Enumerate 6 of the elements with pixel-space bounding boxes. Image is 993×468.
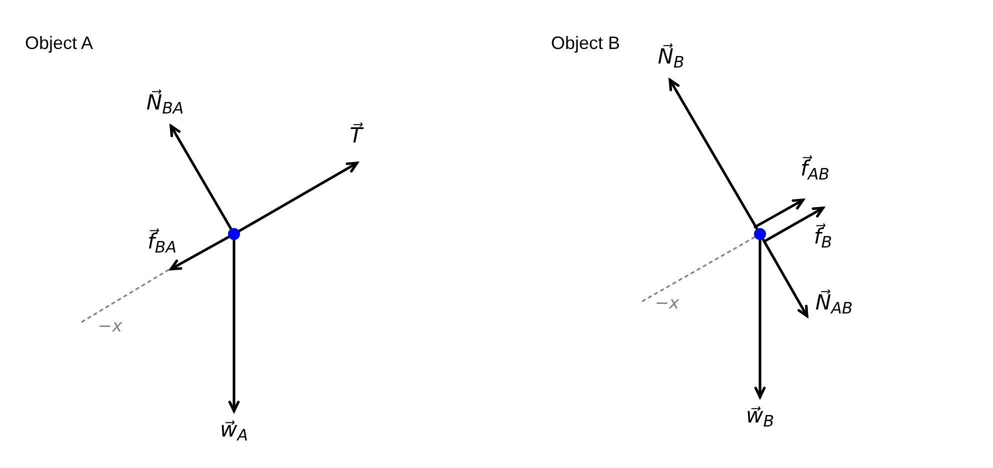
axis-label: −x — [654, 296, 680, 312]
axis-label: −x — [98, 318, 122, 336]
force-label: w⃗$_{A}$ — [220, 420, 248, 440]
object-title: Object A — [25, 34, 94, 52]
object-title: Object B — [551, 34, 620, 52]
force-label: w⃗$_{B}$ — [746, 406, 774, 426]
